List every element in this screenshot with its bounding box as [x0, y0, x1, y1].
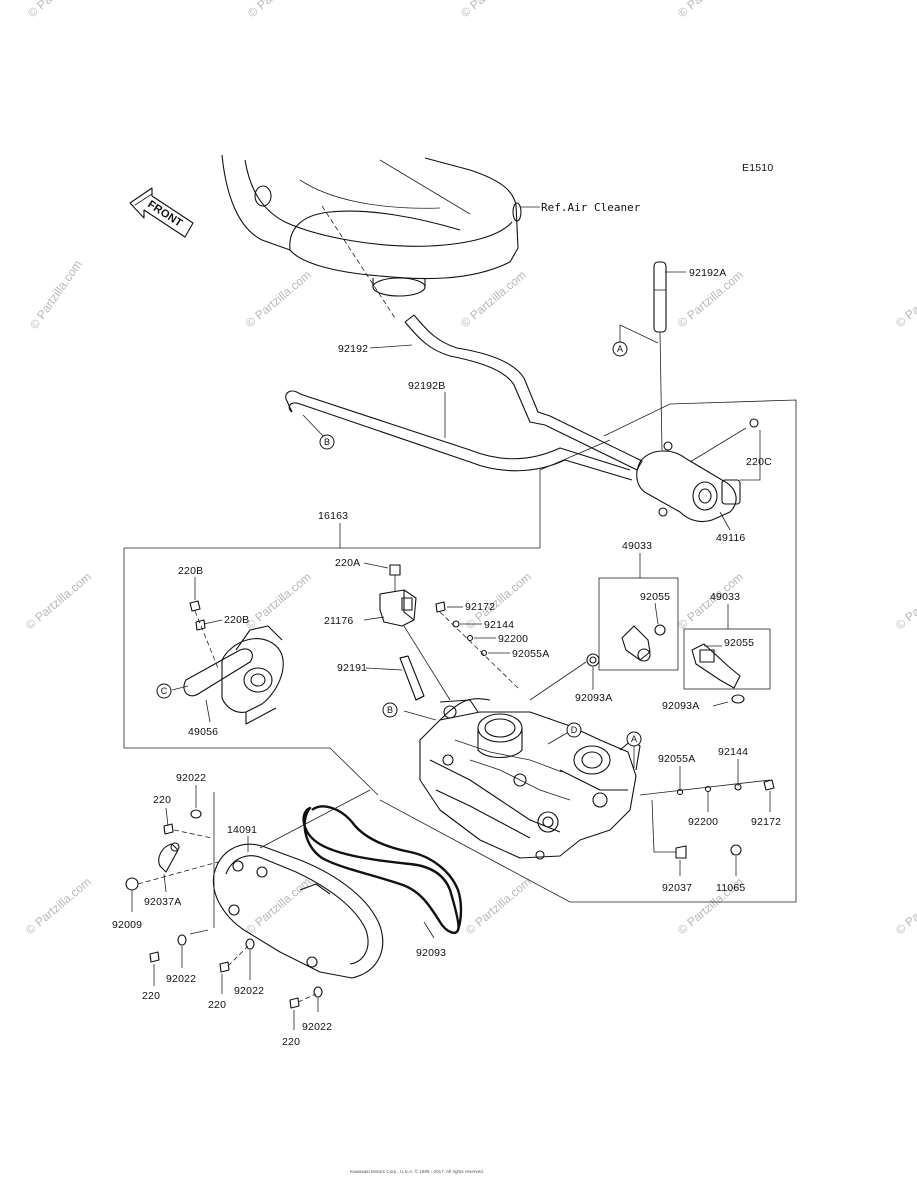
label-92172-right: 92172	[751, 816, 781, 828]
injector-group-left: 49033 92055 92093A	[529, 540, 679, 704]
gasket-92093: 92093	[302, 805, 463, 959]
hardware-stack-right: 92055A 92144 92200 92172 92037 11065	[639, 746, 781, 894]
label-92022-c: 92022	[234, 985, 264, 997]
hose-92192a: 92192A A	[612, 261, 726, 451]
label-92055a-top: 92055A	[512, 648, 549, 660]
hose-92192: 92192	[338, 314, 643, 471]
air-cleaner-ref: Ref.Air Cleaner	[221, 154, 641, 319]
ref-circle-b-top-label: B	[324, 437, 330, 447]
label-21176: 21176	[324, 615, 353, 627]
label-220c: 220C	[746, 456, 772, 468]
label-92144-top: 92144	[484, 619, 514, 631]
hose-92192b: 92192B B	[285, 380, 633, 481]
label-92022-b: 92022	[166, 973, 196, 985]
watermark: © Partzilla.com	[243, 875, 314, 938]
label-14091: 14091	[227, 824, 257, 836]
label-92022-a: 92022	[176, 772, 206, 784]
label-92192b: 92192B	[408, 380, 445, 392]
label-220-a: 220	[153, 794, 171, 806]
label-92037: 92037	[662, 882, 692, 894]
label-92200-top: 92200	[498, 633, 528, 645]
label-49033-right: 49033	[710, 591, 740, 603]
ref-circle-c-left-label: C	[161, 686, 168, 696]
watermark: © Partzilla.com	[27, 257, 85, 331]
label-92172-top: 92172	[465, 601, 495, 613]
copyright-text: Kawasaki Motors Corp., U.S.A. © 1995 - 2…	[350, 1168, 484, 1174]
label-92093a-left: 92093A	[575, 692, 612, 704]
bracket-49056: 220B 220B C 49056	[156, 565, 284, 738]
label-92144-right: 92144	[718, 746, 748, 758]
watermark: © Partzilla.com	[23, 570, 94, 633]
label-220a: 220A	[335, 557, 360, 569]
ref-air-cleaner-label: Ref.Air Cleaner	[541, 201, 641, 214]
label-16163: 16163	[318, 510, 348, 522]
front-arrow-icon: FRONT	[129, 187, 194, 238]
watermark: © Partzilla.com	[893, 268, 917, 331]
ref-circle-d-label: D	[571, 725, 578, 735]
label-92192a: 92192A	[689, 267, 726, 279]
ref-circle-a-body-label: A	[631, 734, 637, 744]
watermark: © Partzilla.com	[458, 0, 529, 20]
label-92037a: 92037A	[144, 896, 181, 908]
tube-92191: 92191	[337, 655, 425, 701]
watermark: © Partzilla.com	[243, 268, 314, 331]
label-92055-left: 92055	[640, 591, 670, 603]
ref-circle-b-body	[382, 702, 398, 718]
label-92022-d: 92022	[302, 1021, 332, 1033]
label-92055-right: 92055	[724, 637, 754, 649]
watermark: © Partzilla.com	[893, 875, 917, 938]
throttle-body: B D A	[382, 698, 642, 860]
label-220-b: 220	[142, 990, 160, 1002]
label-92191: 92191	[337, 662, 367, 674]
label-92192: 92192	[338, 343, 368, 355]
ref-circle-a-body	[626, 731, 642, 747]
sensor-21176: 220A 21176	[324, 557, 451, 701]
label-220b-mid: 220B	[224, 614, 249, 626]
ref-circle-d	[566, 722, 582, 738]
label-220-c: 220	[208, 999, 226, 1011]
label-49033-left: 49033	[622, 540, 652, 552]
watermark: © Partzilla.com	[25, 0, 96, 20]
injector-group-right: 49033 92055 92093A	[662, 591, 771, 712]
watermark: © Partzilla.com	[458, 268, 529, 331]
fasteners-left: 92022 220 92037A 92009 92022 220 92022 2…	[112, 772, 332, 1048]
label-49116: 49116	[716, 532, 745, 544]
diagram-code: E1510	[742, 162, 773, 174]
watermark: © Partzilla.com	[23, 875, 94, 938]
watermark: © Partzilla.com	[675, 0, 746, 20]
watermark: © Partzilla.com	[463, 875, 534, 938]
watermark: © Partzilla.com	[243, 570, 314, 633]
label-92093: 92093	[416, 947, 446, 959]
label-11065: 11065	[716, 882, 745, 894]
ref-circle-a	[612, 341, 628, 357]
label-92093a-right: 92093A	[662, 700, 699, 712]
assembly-box: 16163	[123, 399, 797, 903]
cover-14091: 14091	[212, 789, 384, 979]
label-49056: 49056	[188, 726, 218, 738]
watermark: © Partzilla.com	[245, 0, 316, 20]
label-92055a-right: 92055A	[658, 753, 695, 765]
watermark: © Partzilla.com	[893, 570, 917, 633]
ref-circle-c-left	[156, 683, 172, 699]
ref-circle-b-body-label: B	[387, 705, 393, 715]
label-92200-right: 92200	[688, 816, 718, 828]
label-220-d: 220	[282, 1036, 300, 1048]
hardware-stack-top: 92172 92144 92200 92055A	[435, 601, 549, 691]
label-220b-top: 220B	[178, 565, 203, 577]
ref-circle-b-top	[319, 434, 335, 450]
ref-circle-a-label: A	[617, 344, 623, 354]
sensor-49116: 220C 49116	[636, 418, 772, 544]
label-92009: 92009	[112, 919, 142, 931]
